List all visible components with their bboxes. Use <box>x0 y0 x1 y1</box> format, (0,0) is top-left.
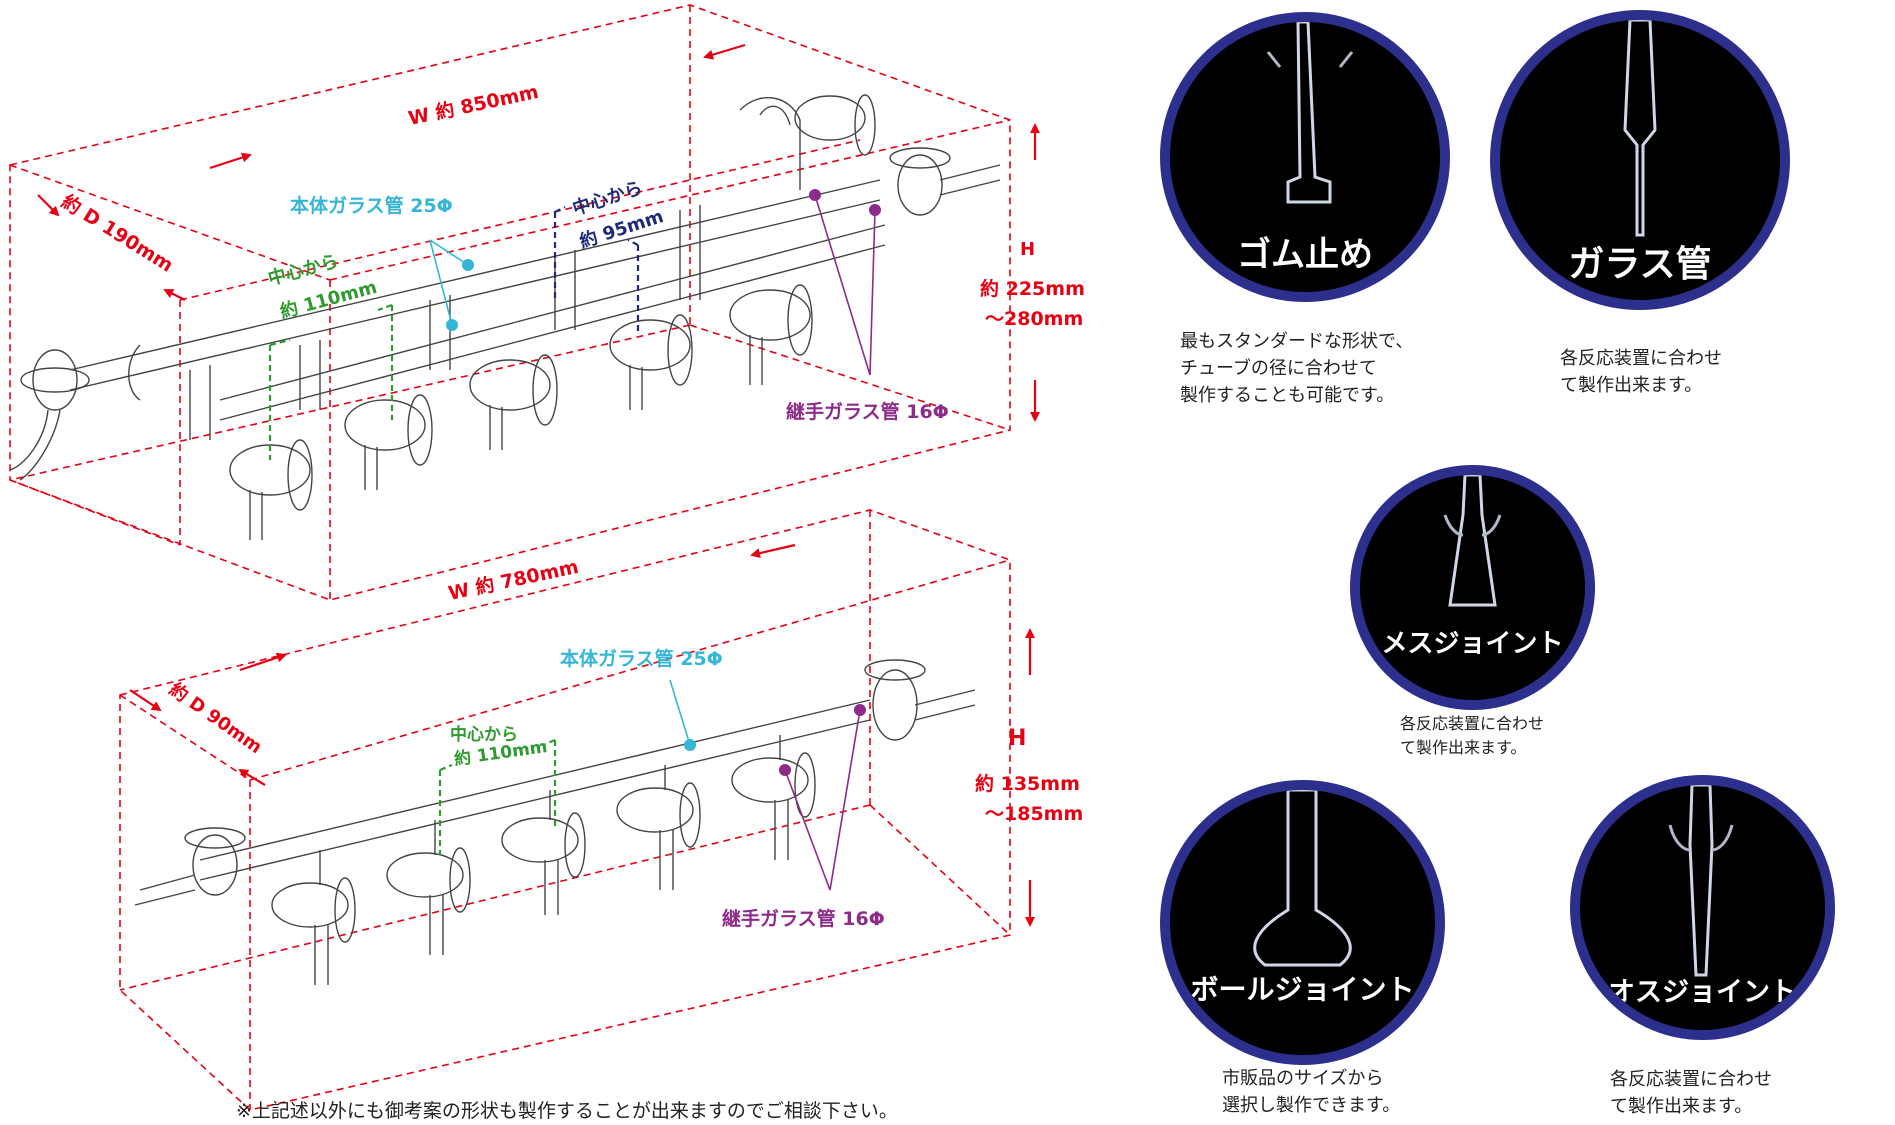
small-width-label: W 約 780mm <box>446 555 580 605</box>
joint-desc-glass-tube: 各反応装置に合わせ て製作出来ます。 <box>1560 348 1722 396</box>
large-width-label: W 約 850mm <box>406 80 540 130</box>
large-dimension-box <box>9 4 1011 601</box>
joint-desc-female-joint: 各反応装置に合わせ て製作出来ます。 <box>1400 714 1545 757</box>
joint-desc-male-joint: 各反応装置に合わせ て製作出来ます。 <box>1610 1069 1772 1117</box>
joint-circle-rubber-stopper: ゴム止め <box>1160 12 1450 302</box>
joint-title-female-joint: メスジョイント <box>1381 629 1564 659</box>
small-joint-tube-label: 継手ガラス管 16Φ <box>722 907 885 930</box>
small-pitch-label-1: 中心から <box>450 724 518 745</box>
small-height-h-label: H <box>1008 726 1026 751</box>
large-width-arrows <box>37 43 1040 422</box>
joint-desc-ball-joint: 市販品のサイズから 選択し製作できます。 <box>1222 1068 1401 1116</box>
large-body-tube-label: 本体ガラス管 25Φ <box>290 194 453 217</box>
large-height-label-2: ～280mm <box>985 308 1083 330</box>
joint-desc-rubber-stopper: 最もスタンダードな形状で、 チューブの径に合わせて 製作することも可能です。 <box>1180 331 1414 406</box>
small-manifold-glass <box>134 659 976 906</box>
small-pitch-green <box>438 738 557 855</box>
large-leader-lines <box>429 189 881 376</box>
large-pitch-b-label-1: 中心から <box>570 177 645 220</box>
joint-title-ball-joint: ボールジョイント <box>1190 973 1415 1006</box>
small-valves <box>271 735 816 985</box>
ball-joint-icon <box>1253 790 1352 967</box>
large-joint-tube-label: 継手ガラス管 16Φ <box>786 400 949 423</box>
joint-title-male-joint: オスジョイント <box>1608 977 1797 1008</box>
small-height-label-2: ～185mm <box>985 803 1083 825</box>
large-pitch-green <box>268 303 394 460</box>
joint-title-glass-tube: ガラス管 <box>1568 244 1712 285</box>
footnote: ※上記述以外にも御考案の形状も製作することが出来ますのでご相談下さい。 <box>236 1100 898 1122</box>
joint-circle-glass-tube: ガラス管 <box>1490 10 1790 310</box>
small-depth-label: 約 D 90mm <box>165 678 266 758</box>
joint-title-rubber-stopper: ゴム止め <box>1237 235 1373 275</box>
joint-circle-male-joint: オスジョイント <box>1570 775 1835 1040</box>
large-height-label-1: 約 225mm <box>980 277 1085 300</box>
small-height-label-1: 約 135mm <box>975 772 1080 795</box>
small-dimension-box <box>119 509 1011 1111</box>
small-leader-lines <box>669 679 866 891</box>
joint-circle-ball-joint: ボールジョイント <box>1160 780 1445 1065</box>
glass-tube-icon <box>1623 20 1657 237</box>
small-width-arrows <box>129 543 1035 927</box>
male-joint-icon <box>1668 785 1734 977</box>
joint-circle-female-joint: メスジョイント <box>1350 465 1595 710</box>
female-joint-icon <box>1443 475 1502 607</box>
large-height-h-label: H <box>1020 239 1035 260</box>
large-pitch-navy <box>553 206 640 335</box>
large-manifold-glass <box>9 96 1001 481</box>
small-body-tube-label: 本体ガラス管 25Φ <box>560 647 723 670</box>
rubber-stopper-icon <box>1266 22 1354 204</box>
